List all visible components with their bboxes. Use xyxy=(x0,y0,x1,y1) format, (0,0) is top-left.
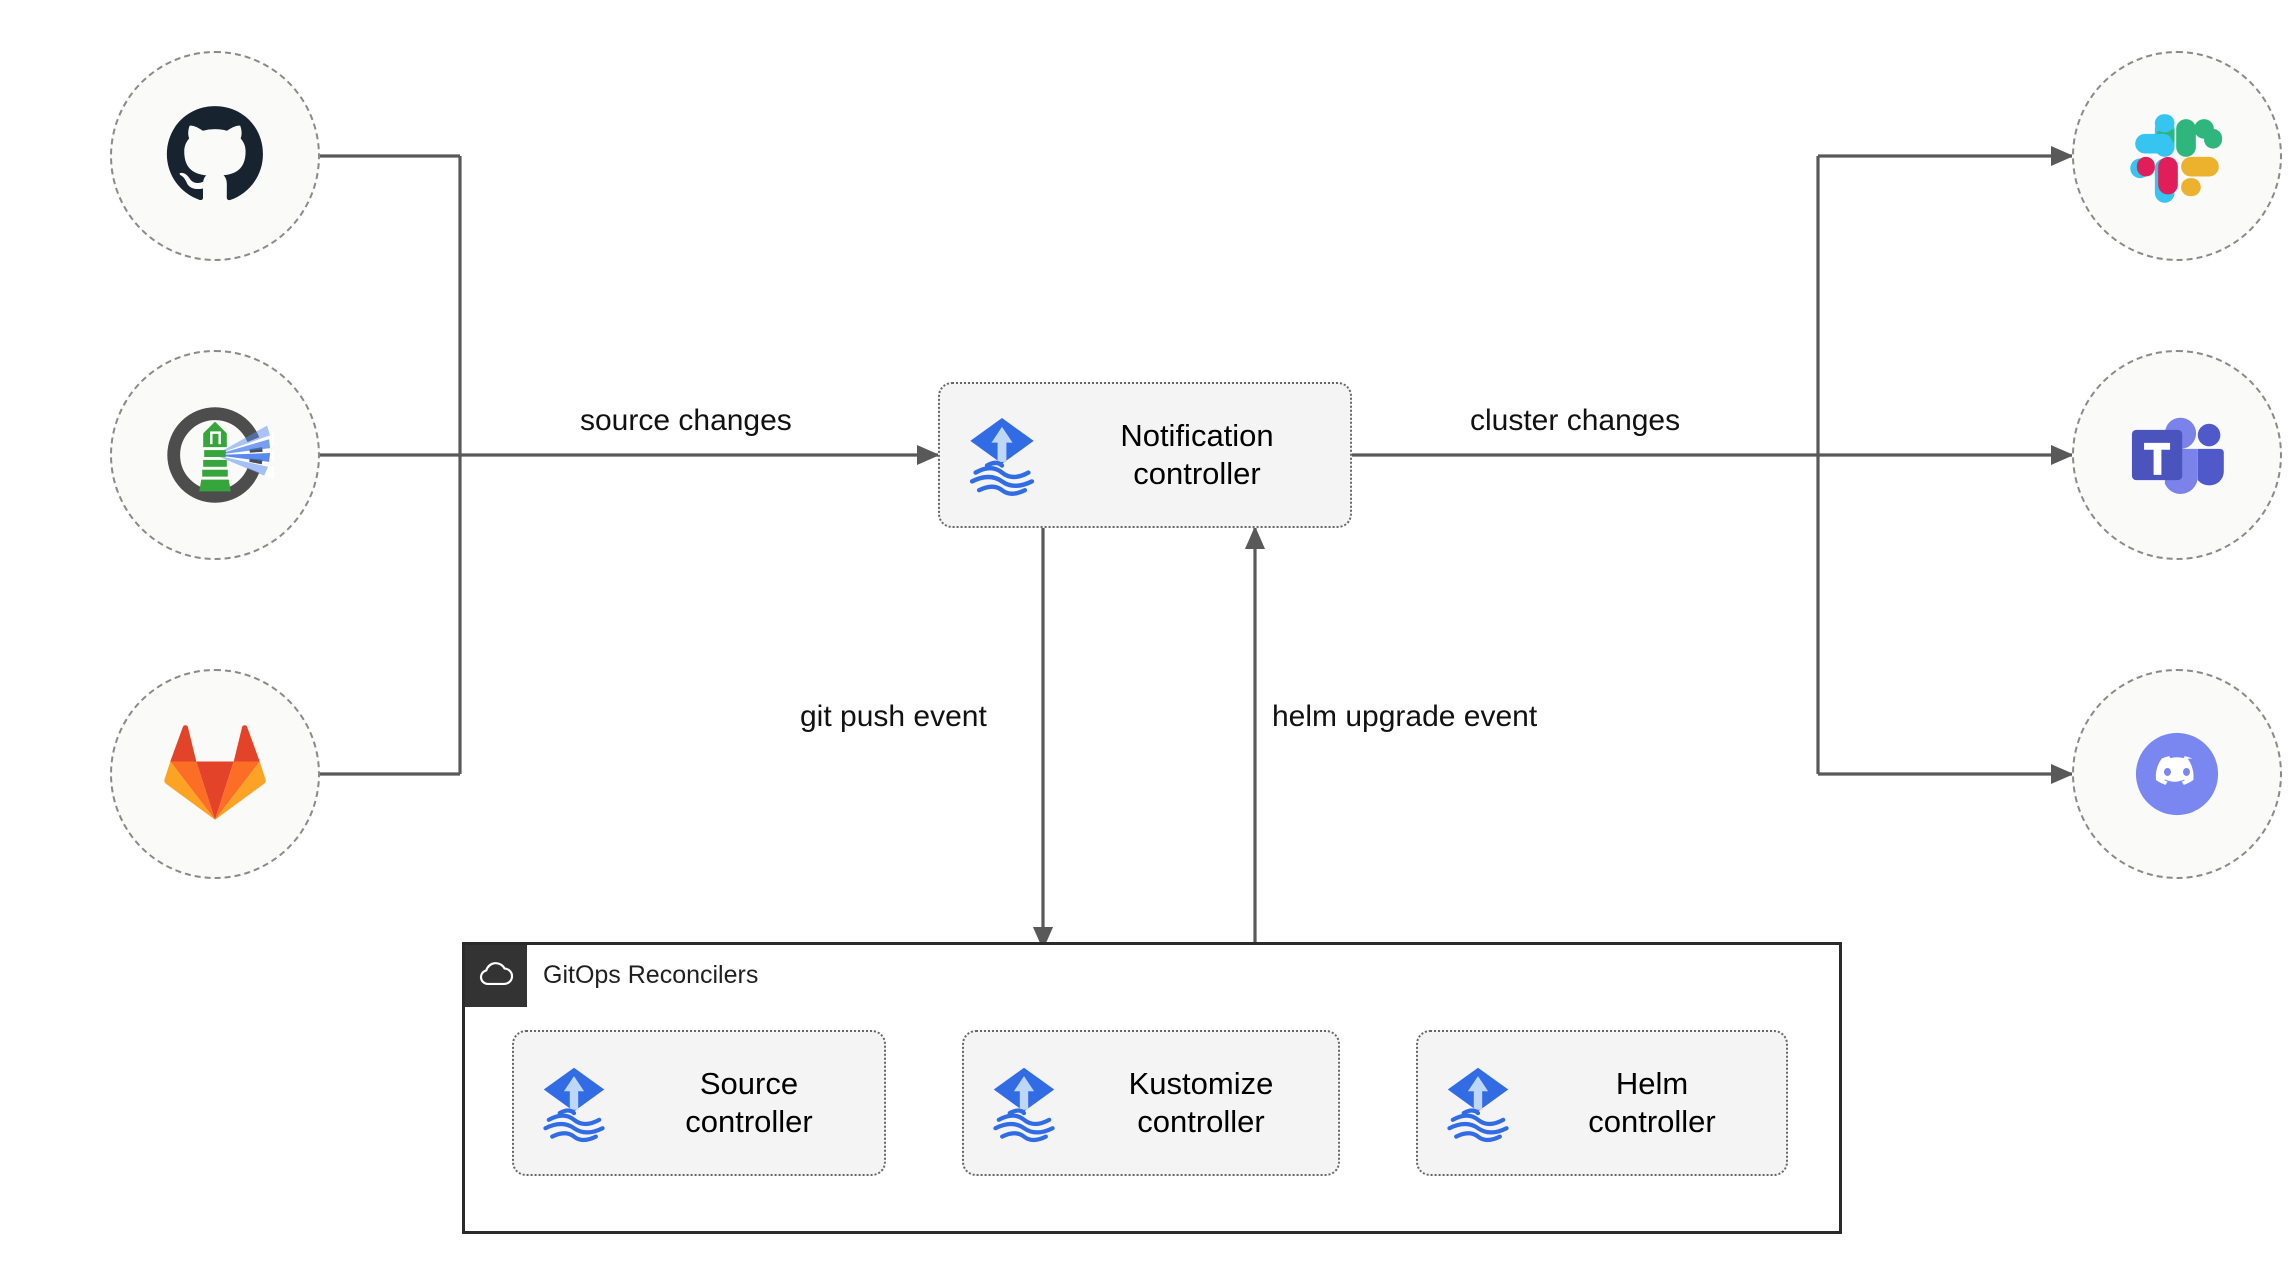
source-node-flux[interactable] xyxy=(110,350,320,560)
github-icon xyxy=(163,104,267,208)
flux-cd-icon xyxy=(982,1061,1066,1145)
container-title: GitOps Reconcilers xyxy=(543,961,759,989)
flux-lighthouse-icon xyxy=(156,396,274,514)
microsoft-teams-icon xyxy=(2125,403,2229,507)
source-node-gitlab[interactable] xyxy=(110,669,320,879)
source-node-github[interactable] xyxy=(110,51,320,261)
slack-icon xyxy=(2127,106,2227,206)
source-controller-label: Source controller xyxy=(685,1066,813,1139)
discord-icon xyxy=(2121,718,2233,830)
destination-node-slack[interactable] xyxy=(2072,51,2282,261)
kustomize-controller-label: Kustomize controller xyxy=(1128,1066,1274,1139)
destination-node-discord[interactable] xyxy=(2072,669,2282,879)
gitlab-icon xyxy=(163,722,267,826)
kustomize-controller-node[interactable]: Kustomize controller xyxy=(962,1030,1340,1176)
container-badge xyxy=(465,945,527,1007)
cloud-icon xyxy=(478,960,514,993)
edge-label-source-changes: source changes xyxy=(580,404,792,437)
flux-cd-icon xyxy=(532,1061,616,1145)
helm-controller-node[interactable]: Helm controller xyxy=(1416,1030,1788,1176)
helm-controller-label: Helm controller xyxy=(1588,1066,1716,1139)
source-controller-node[interactable]: Source controller xyxy=(512,1030,886,1176)
edge-label-git-push-event: git push event xyxy=(800,700,987,733)
edge-label-helm-upgrade-event: helm upgrade event xyxy=(1272,700,1538,733)
edge-label-cluster-changes: cluster changes xyxy=(1470,404,1681,437)
destination-node-teams[interactable] xyxy=(2072,350,2282,560)
flux-cd-icon xyxy=(1436,1061,1520,1145)
notification-controller-label: Notification controller xyxy=(1120,418,1274,491)
notification-controller-node[interactable]: Notification controller xyxy=(938,382,1352,528)
flux-cd-icon xyxy=(958,411,1046,499)
